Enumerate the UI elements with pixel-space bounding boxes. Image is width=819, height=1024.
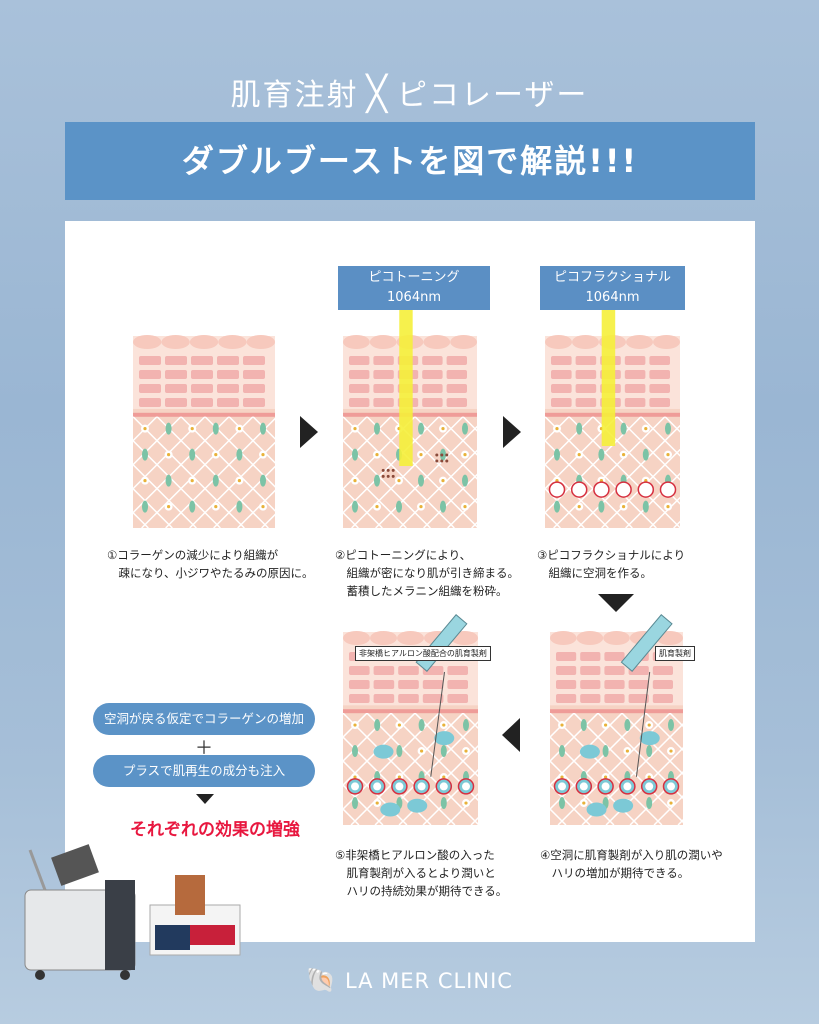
device-product-image (24, 844, 241, 980)
shell-icon: 🐚 (306, 966, 337, 994)
laser-beam (601, 306, 616, 446)
arrow-right-icon (503, 416, 521, 448)
serum-blob (434, 731, 455, 746)
logo-text: LA MER CLINIC (344, 969, 513, 993)
caption-1: ①コラーゲンの減少により組織が 疎になり、小ジワやたるみの原因に。 (107, 548, 314, 580)
skin-diagram-5 (343, 614, 478, 825)
toning-label: ピコトーニング 1064nm (338, 266, 490, 310)
caption-4: ④空洞に肌育製剤が入り肌の潤いや ハリの増加が期待できる。 (540, 848, 723, 880)
serum-tag-5: 非架橋ヒアルロン酸配合の肌育製剤 (355, 646, 491, 661)
summary-pill-collagen: 空洞が戻る仮定でコラーゲンの増加 (93, 703, 315, 735)
caption-5: ⑤非架橋ヒアルロン酸の入った 肌育製剤が入るとより潤いと ハリの持続効果が期待で… (335, 848, 508, 898)
laser-beam (399, 306, 413, 466)
cavity (615, 481, 632, 498)
cavity (570, 481, 588, 498)
result-text: それぞれの効果の増強 (130, 820, 300, 840)
arrow-right-icon (300, 416, 318, 448)
arrow-down-icon (598, 594, 634, 612)
skin-diagram-2 (343, 306, 477, 529)
caption-2: ②ピコトーニングにより、 組織が密になり肌が引き締まる。 蓄積したメラニン組織を… (335, 548, 519, 598)
cavity (548, 481, 566, 498)
toning-name: ピコトーニング (368, 270, 460, 285)
cavity (593, 481, 610, 498)
plus-sign: ＋ (195, 738, 213, 759)
toning-wavelength: 1064nm (387, 290, 441, 305)
skin-diagram-1 (133, 335, 275, 529)
title-right: ピコレーザー (397, 78, 589, 113)
fractional-name: ピコフラクショナル (553, 270, 671, 285)
cavity (659, 481, 677, 498)
serum-tag-4: 肌育製剤 (655, 646, 695, 661)
skin-diagram-4 (550, 614, 683, 825)
caption-3: ③ピコフラクショナルにより 組織に空洞を作る。 (537, 548, 686, 580)
skin-diagram-3 (545, 306, 680, 529)
arrow-down-icon (196, 794, 214, 804)
fractional-label: ピコフラクショナル 1064nm (540, 266, 685, 310)
fractional-wavelength: 1064nm (585, 290, 640, 305)
serum-blob (613, 798, 634, 813)
clinic-logo: 🐚 LA MER CLINIC (0, 966, 819, 994)
summary-pill-regeneration: プラスで肌再生の成分も注入 (93, 755, 315, 787)
serum-blob (373, 744, 394, 759)
banner: ダブルブーストを図で解説!!! (65, 122, 755, 200)
serum-blob (380, 802, 401, 817)
serum-blob (639, 731, 660, 746)
page-title: 肌育注射╳ピコレーザー (0, 70, 819, 114)
serum-blob (579, 744, 600, 759)
arrow-left-icon (502, 718, 520, 752)
title-left: 肌育注射 (230, 78, 359, 113)
serum-blob (586, 802, 607, 817)
cavity (637, 481, 655, 498)
syringe-icon (620, 614, 673, 672)
title-separator: ╳ (366, 74, 390, 114)
serum-blob (407, 798, 428, 813)
